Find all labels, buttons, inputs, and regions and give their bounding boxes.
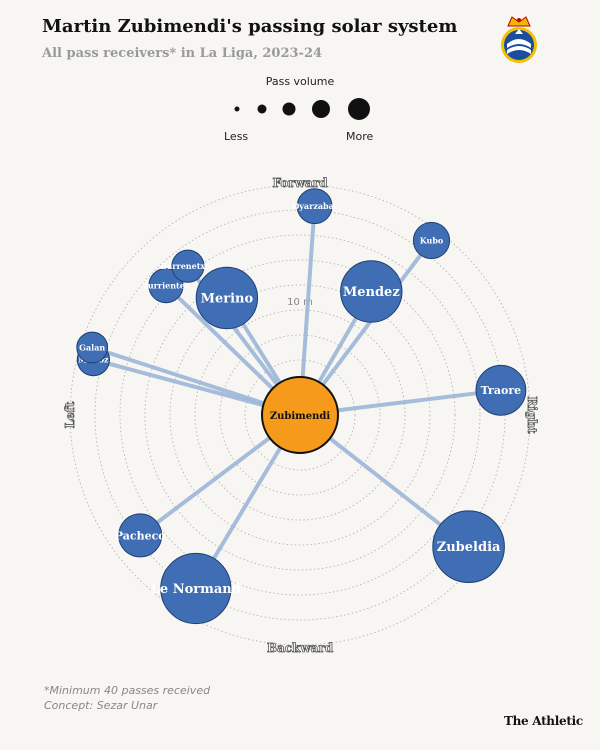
center-node-zubimendi xyxy=(261,376,339,454)
receiver-node-zubeldia xyxy=(432,510,505,584)
receiver-nodes: Zubeldia Le Normand Mendez MerinoTraorePach… xyxy=(76,188,527,625)
distance-ring xyxy=(69,184,531,646)
legend-less-label: Less xyxy=(224,130,249,143)
receiver-label-mendez: Mendez xyxy=(343,285,400,300)
legend-dot-4 xyxy=(312,100,330,118)
receiver-label-oyarzabal: Oyarzabal xyxy=(292,201,337,211)
receiver-label-traore: Traore xyxy=(481,384,521,397)
legend-title: Pass volume xyxy=(265,75,335,88)
receiver-node-barrenetxea xyxy=(171,249,205,283)
chart-title: Martin Zubimendi's passing solar system xyxy=(42,16,458,37)
distance-ring xyxy=(144,259,456,571)
legend-size-scale xyxy=(234,98,370,120)
distance-ring xyxy=(194,309,406,521)
receiver-node-merino xyxy=(195,266,259,330)
receiver-label-merino: Merino xyxy=(201,292,254,307)
receiver-node-traore xyxy=(475,364,527,416)
footnote: *Minimum 40 passes received Concept: Sez… xyxy=(44,683,210,713)
footnote-minimum: *Minimum 40 passes received xyxy=(44,684,211,697)
receiver-node-turrientes xyxy=(148,268,184,304)
receiver-label-galan: Galan xyxy=(79,342,105,352)
receiver-node-galan xyxy=(76,331,109,364)
distance-ring xyxy=(244,359,356,471)
brand-logo: The Athletic xyxy=(504,714,583,728)
receiver-label-turrientes: Turrientes xyxy=(143,280,190,290)
legend-dot-1 xyxy=(234,106,240,112)
footnote-concept: Concept: Sezar Unar xyxy=(44,699,158,712)
chart-subtitle: All pass receivers* in La Liga, 2023-24 xyxy=(42,46,323,61)
direction-right: Right xyxy=(525,396,539,434)
legend-dot-5 xyxy=(348,98,370,120)
legend-dot-2 xyxy=(257,104,267,114)
receiver-label-barrenetxea: Barrenetxea xyxy=(160,261,215,271)
receiver-label-le-normand: Le Normand xyxy=(151,582,241,597)
receiver-label-zubeldia: Zubeldia xyxy=(437,540,501,555)
distance-ring xyxy=(169,284,431,546)
receiver-node-kubo xyxy=(412,221,451,260)
direction-backward: Backward xyxy=(267,641,334,655)
receiver-node-oyarzabal xyxy=(296,188,333,225)
receiver-label-pacheco: Pacheco xyxy=(115,529,166,542)
legend-more-label: More xyxy=(346,130,374,143)
direction-forward: Forward xyxy=(272,176,328,190)
center-node: Zubimendi xyxy=(261,376,339,454)
ring-distance-label: 10 m xyxy=(287,297,313,308)
center-node-label: Zubimendi xyxy=(270,411,331,422)
real-sociedad-crest-icon xyxy=(501,16,537,63)
distance-ring xyxy=(119,234,481,596)
receiver-node-pacheco xyxy=(118,513,163,558)
legend-dot-3 xyxy=(282,102,296,116)
receiver-node-le-normand xyxy=(160,552,232,625)
receiver-label-kubo: Kubo xyxy=(420,235,444,245)
distance-ring xyxy=(219,334,381,496)
receiver-node-mendez xyxy=(340,260,403,323)
direction-left: Left xyxy=(63,401,77,428)
